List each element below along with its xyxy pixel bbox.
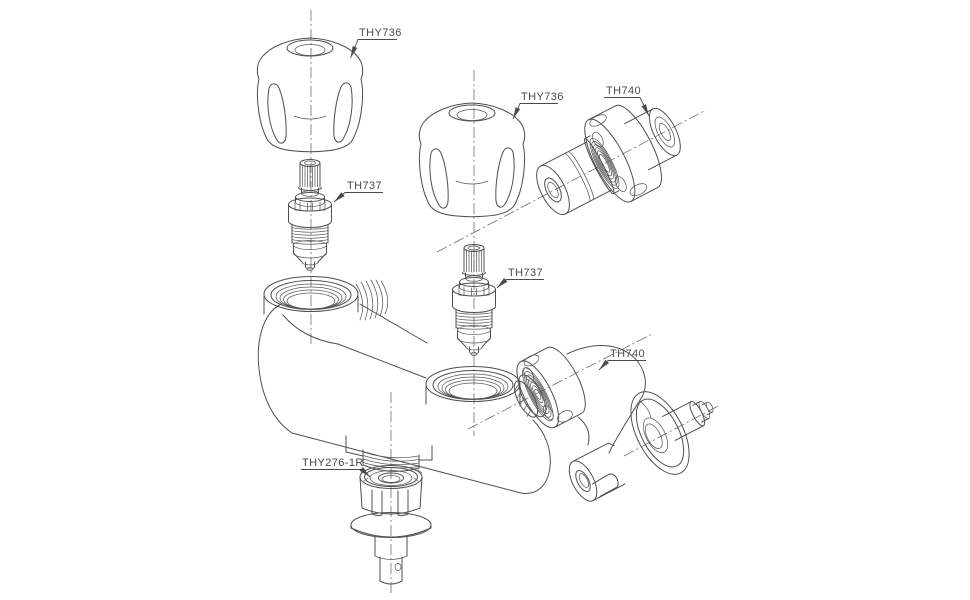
spout-hex-fitting [568,442,626,502]
part-number-text: TH740 [606,85,641,97]
part-label-handle-left: THY736 [350,27,402,59]
part-label-cartridge-left: TH737 [333,180,383,203]
spout-coupling-nut [516,346,586,429]
part-number-text: THY736 [359,27,402,39]
part-number-text: TH737 [347,180,382,192]
part-number-text: THY736 [521,91,564,103]
port-thread-hatching [355,279,389,321]
outlet-adapter-thy276 [350,465,432,585]
handle-knob-right [418,102,526,218]
spout-elbow-th740 [516,345,714,502]
part-label-handle-right: THY736 [512,91,564,120]
body-outlet-threads [345,435,433,472]
part-label-outlet-adapter: THY276-1R [301,457,371,478]
part-label-union-top: TH740 [604,85,650,117]
part-label-cartridge-right: TH737 [496,267,544,289]
part-number-text: TH737 [508,267,543,279]
handle-knob-left [256,37,364,153]
body-port-right [425,366,521,402]
part-label-spout-bottom: TH740 [598,348,646,371]
wall-flange [630,391,714,475]
valve-cartridge-left [288,159,332,272]
part-number-text: THY276-1R [302,457,364,469]
union-top-th740 [536,104,681,216]
part-number-text: TH740 [610,348,645,360]
